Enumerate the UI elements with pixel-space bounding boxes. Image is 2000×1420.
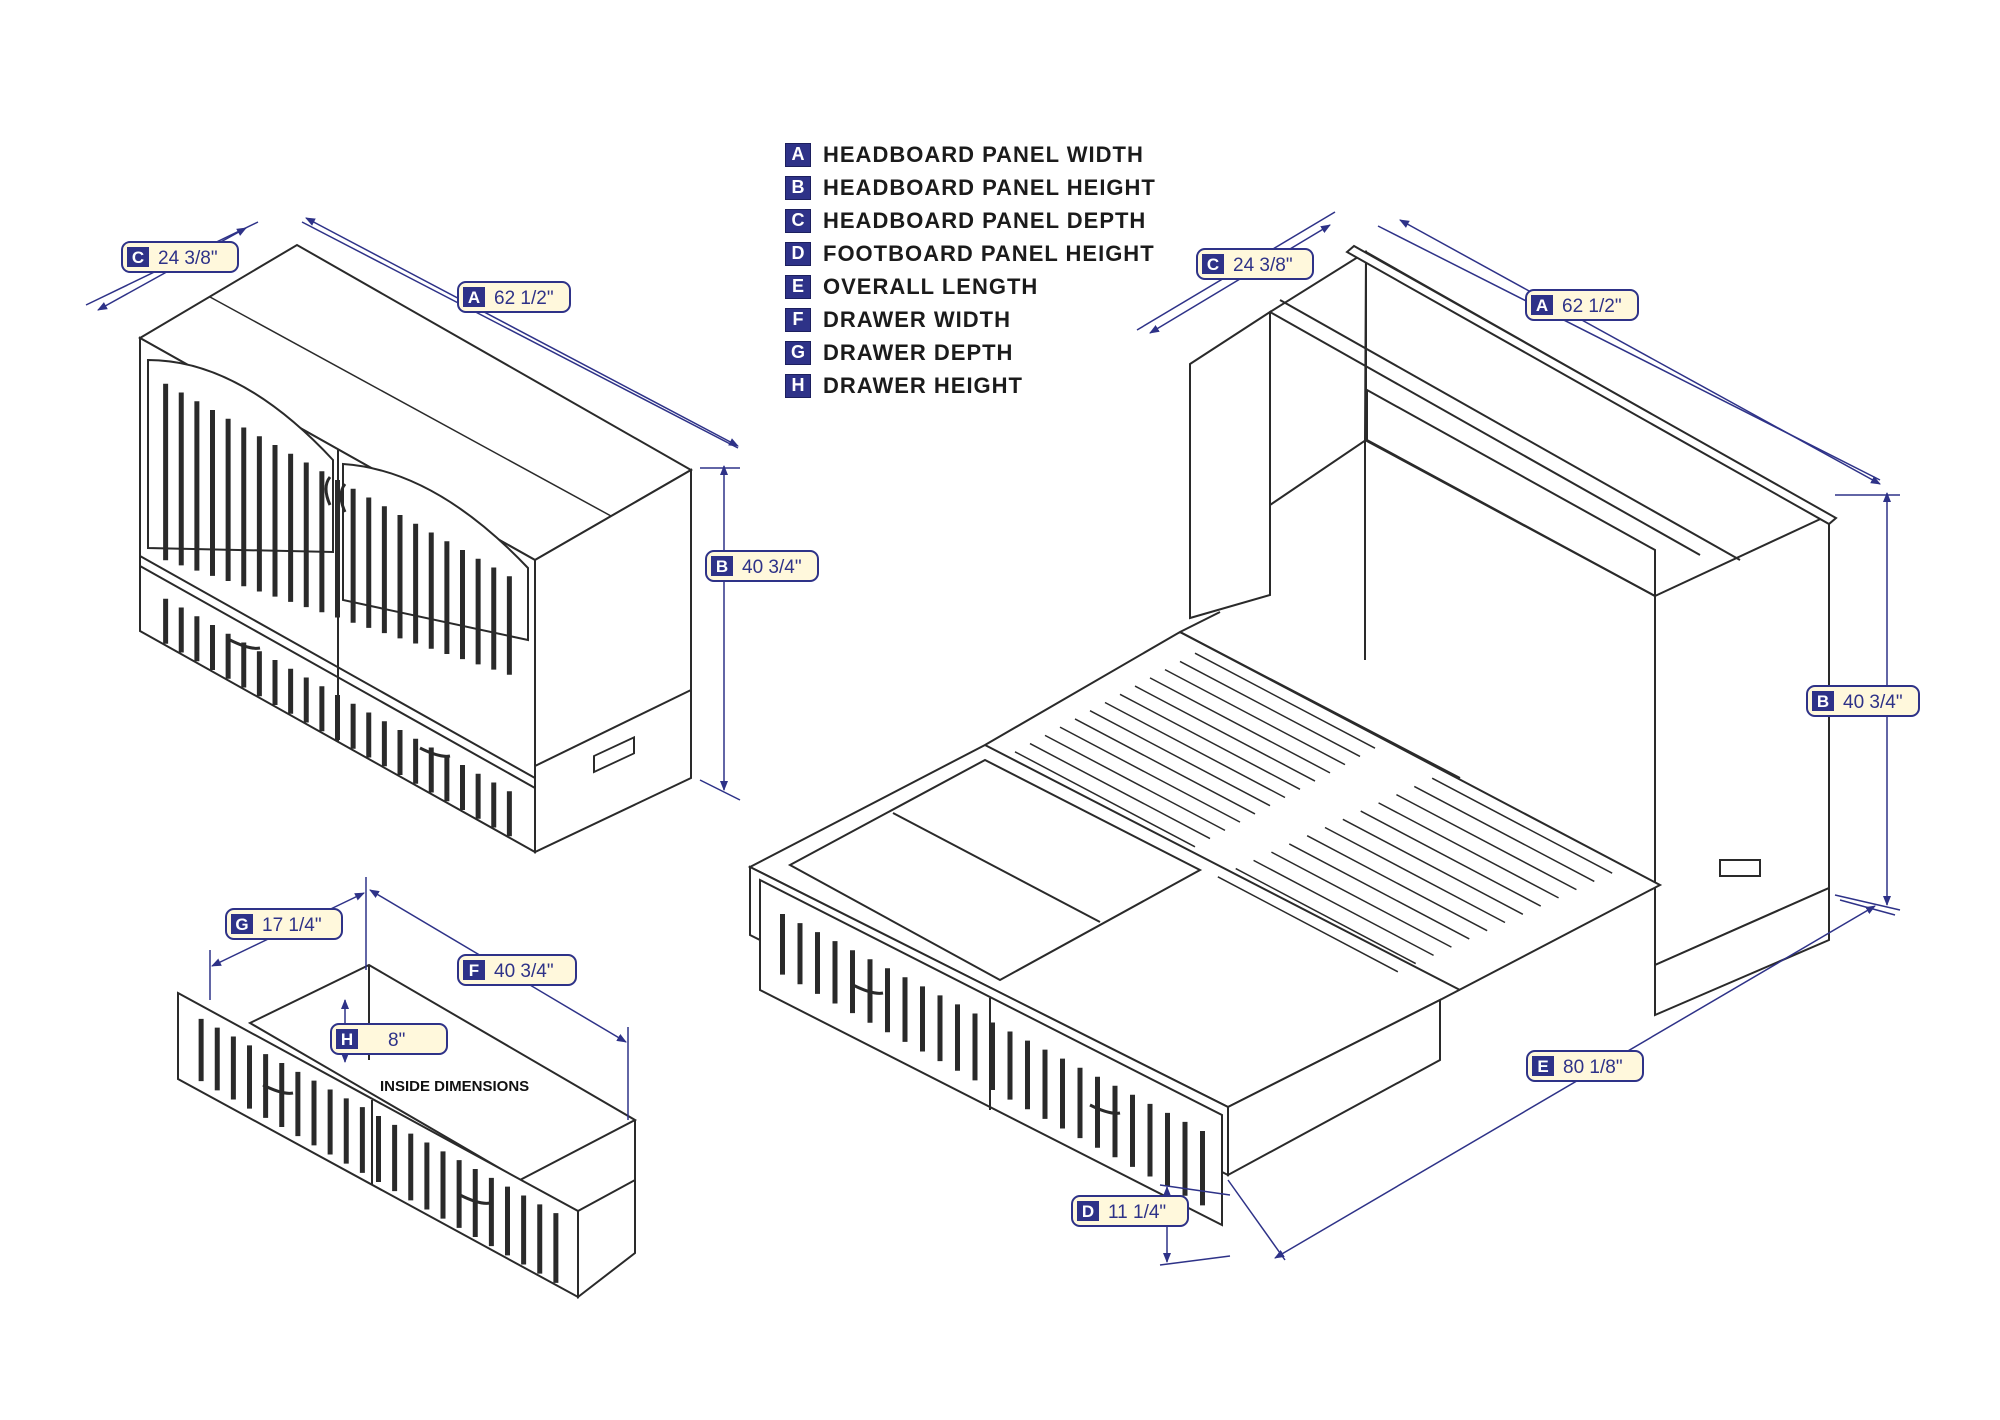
footboard-slats	[780, 914, 1205, 1206]
bed-slat	[1119, 693, 1301, 790]
bed-slat	[1342, 818, 1524, 915]
svg-text:11 1/4": 11 1/4"	[1108, 1202, 1166, 1223]
cabinet-handles	[229, 476, 451, 758]
svg-text:62 1/2": 62 1/2"	[494, 288, 554, 309]
svg-text:40 3/4": 40 3/4"	[1843, 692, 1903, 713]
bed-slat	[1413, 785, 1595, 883]
legend-letter: H	[785, 373, 811, 398]
svg-text:40 3/4": 40 3/4"	[494, 961, 554, 982]
legend-item: C HEADBOARD PANEL DEPTH	[785, 204, 1156, 237]
legend-label: HEADBOARD PANEL DEPTH	[823, 207, 1147, 233]
svg-text:D: D	[1082, 1202, 1094, 1221]
bed-slat	[1431, 777, 1613, 874]
legend-letter: F	[785, 307, 811, 332]
svg-text:24 3/8": 24 3/8"	[1233, 255, 1293, 276]
bed-slat	[1014, 751, 1196, 848]
legend-item: G DRAWER DEPTH	[785, 336, 1156, 369]
svg-text:G: G	[235, 915, 248, 934]
legend-label: HEADBOARD PANEL HEIGHT	[823, 174, 1156, 200]
svg-text:17 1/4": 17 1/4"	[262, 915, 322, 936]
outlet-open	[1719, 859, 1761, 877]
dim-label-closed-c: C 24 3/8"	[121, 241, 239, 273]
svg-text:F: F	[469, 961, 479, 980]
dim-label-open-b: B 40 3/4"	[1806, 685, 1920, 717]
legend-letter: E	[785, 274, 811, 299]
bed-slat	[1149, 677, 1331, 774]
svg-text:B: B	[716, 557, 728, 576]
legend-letter: D	[785, 241, 811, 266]
bed-slat	[1029, 742, 1211, 840]
drawer-drawing	[177, 963, 638, 1300]
legend-label: OVERALL LENGTH	[823, 273, 1039, 299]
bed-slat	[1134, 685, 1316, 782]
bed-slat	[1164, 668, 1346, 766]
legend-label: DRAWER WIDTH	[823, 306, 1011, 332]
legend-letter: G	[785, 340, 811, 365]
legend-letter: C	[785, 208, 811, 233]
svg-text:A: A	[468, 288, 480, 307]
dimension-legend: A HEADBOARD PANEL WIDTH B HEADBOARD PANEL …	[785, 138, 1156, 402]
dim-label-open-c: C 24 3/8"	[1196, 248, 1314, 280]
drawer-slats	[198, 1018, 559, 1283]
svg-text:C: C	[132, 248, 144, 267]
svg-text:80 1/8": 80 1/8"	[1563, 1057, 1623, 1078]
bed-handles	[852, 983, 1121, 1115]
dim-label-closed-b: B 40 3/4"	[705, 550, 819, 582]
dim-label-closed-a: A 62 1/2"	[457, 281, 571, 313]
legend-item: E OVERALL LENGTH	[785, 270, 1156, 303]
svg-text:B: B	[1817, 692, 1829, 711]
legend-label: DRAWER HEIGHT	[823, 372, 1023, 398]
bed-slat	[1044, 734, 1226, 832]
bed-slat	[1194, 652, 1376, 749]
bed-slat	[1179, 660, 1361, 758]
bed-slat	[1089, 710, 1271, 807]
bed-slat	[1396, 793, 1577, 891]
legend-item: B HEADBOARD PANEL HEIGHT	[785, 171, 1156, 204]
dim-label-open-d: D 11 1/4"	[1071, 1195, 1189, 1227]
cabinet-slats	[163, 383, 512, 837]
svg-text:A: A	[1536, 296, 1548, 315]
dim-label-drawer-h: H 8"	[330, 1023, 448, 1055]
svg-text:8": 8"	[388, 1030, 405, 1051]
svg-text:C: C	[1207, 255, 1219, 274]
legend-item: A HEADBOARD PANEL WIDTH	[785, 138, 1156, 171]
legend-item: D FOOTBOARD PANEL HEIGHT	[785, 237, 1156, 270]
drawer-note: INSIDE DIMENSIONS	[380, 1078, 529, 1095]
open-dim-lines	[1136, 211, 1901, 1266]
bed-slat	[1360, 810, 1542, 907]
dim-label-open-e: E 80 1/8"	[1526, 1050, 1644, 1082]
drawer-handles	[262, 1083, 491, 1205]
svg-text:H: H	[341, 1030, 353, 1049]
legend-item: F DRAWER WIDTH	[785, 303, 1156, 336]
bed-slat	[1378, 802, 1559, 899]
svg-text:62 1/2": 62 1/2"	[1562, 296, 1622, 317]
legend-item: H DRAWER HEIGHT	[785, 369, 1156, 402]
dim-label-drawer-g: G 17 1/4"	[225, 908, 343, 940]
svg-text:E: E	[1537, 1057, 1548, 1076]
dim-label-drawer-f: F 40 3/4"	[457, 954, 577, 986]
legend-letter: A	[785, 142, 811, 167]
svg-text:40 3/4": 40 3/4"	[742, 557, 802, 578]
legend-label: FOOTBOARD PANEL HEIGHT	[823, 240, 1155, 266]
svg-text:24 3/8": 24 3/8"	[158, 248, 218, 269]
legend-label: HEADBOARD PANEL WIDTH	[823, 141, 1144, 167]
outlet-closed	[593, 735, 635, 774]
bed-slat	[1074, 718, 1256, 815]
legend-label: DRAWER DEPTH	[823, 339, 1014, 365]
legend-letter: B	[785, 175, 811, 200]
bed-slat	[1104, 701, 1286, 799]
bed-slat	[1059, 726, 1241, 823]
dim-label-open-a: A 62 1/2"	[1525, 289, 1639, 321]
